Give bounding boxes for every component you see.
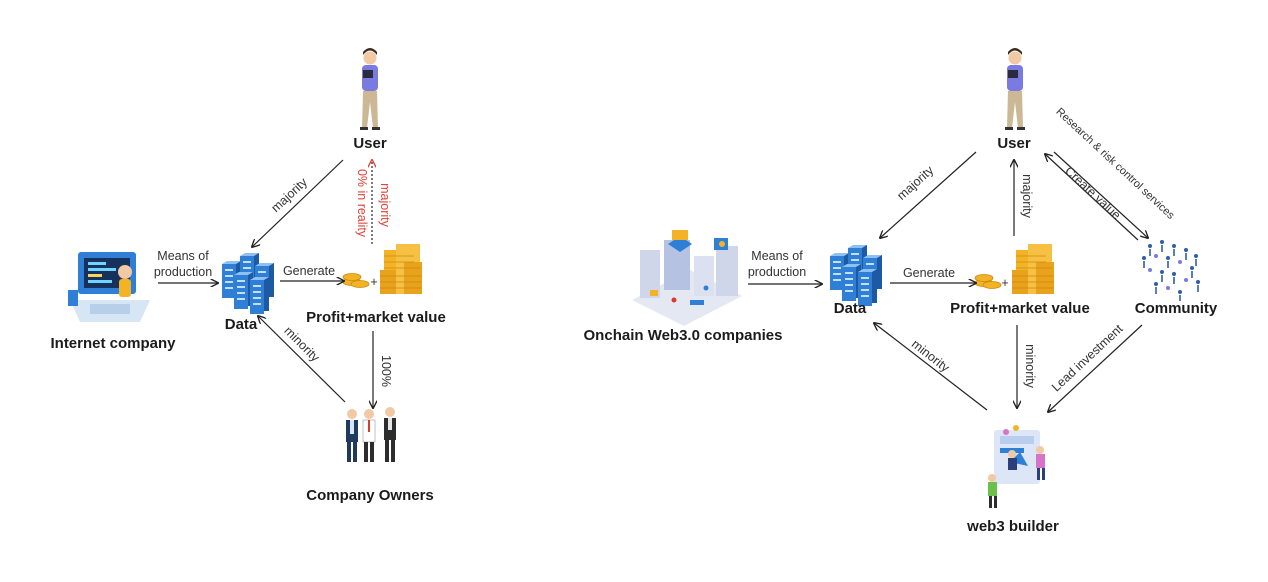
right-web3-builder-label: web3 builder [966,518,1059,535]
left-user-person-icon [360,48,380,130]
left-internet-company-label: Internet company [50,335,176,352]
right-arrow-user-to-data [880,151,977,238]
right-data-label: Data [834,300,867,317]
right-arrow-community-to-builder [1048,324,1143,412]
right-generate-label: Generate [903,266,955,280]
left-profit-node: + Profit+market value [306,244,446,326]
computer-workstation-icon [68,252,150,322]
right-user-node: User [997,48,1031,152]
right-arrow-builder-to-data [874,323,988,411]
right-arrow-community-to-user [1045,154,1139,241]
left-company-owners-node: Company Owners [306,407,434,504]
right-diagram: User Onchain Web3.0 companies [584,48,1218,535]
left-majority-label: majority [268,175,310,216]
left-generate-label: Generate [283,264,335,278]
right-community-label: Community [1135,300,1218,317]
right-community-node: Community [1135,240,1218,317]
builder-team-icon [988,425,1045,508]
left-diagram: User Internet company [50,48,446,504]
left-means-of-label: Means of [157,249,209,263]
right-small-coins-icon [974,274,1002,289]
right-data-node: Data [830,245,882,317]
right-onchain-companies-label: Onchain Web3.0 companies [584,327,783,344]
left-gold-coin-pile-icon [380,244,422,294]
left-user-label: User [353,135,387,152]
left-hundred-percent-label: 100% [379,355,393,387]
left-user-node: User [353,48,387,152]
right-onchain-companies-node: Onchain Web3.0 companies [584,230,783,344]
left-internet-company-node: Internet company [50,252,176,352]
business-people-icon [346,407,396,462]
left-data-node: Data [222,253,274,333]
right-create-value-label: Create value [1062,164,1123,223]
left-small-coins-icon [342,273,370,288]
right-means-of-label: Means of [751,249,803,263]
left-plus-sign: + [370,275,377,289]
right-data-server-icon [830,245,882,306]
left-profit-label: Profit+market value [306,309,446,326]
left-production-label: production [154,265,212,279]
left-arrow-owners-to-data [258,316,346,403]
left-arrow-user-to-data [252,159,344,247]
right-majority-label: majority [894,163,936,203]
left-company-owners-label: Company Owners [306,487,434,504]
right-profit-node: + Profit+market value [950,244,1090,317]
right-user-label: User [997,135,1031,152]
left-data-label: Data [225,316,258,333]
right-lead-investment-label: Lead investment [1049,321,1126,394]
right-profit-label: Profit+market value [950,300,1090,317]
right-production-label: production [748,265,806,279]
right-minority-label: minority [909,337,953,375]
right-user-person-icon [1005,48,1025,130]
right-minority-down-label: minority [1023,344,1037,389]
right-gold-coin-pile-icon [1012,244,1054,294]
isometric-city-icon [632,230,742,326]
crowd-of-people-icon [1142,240,1200,301]
right-arrow-user-to-community [1053,151,1148,238]
left-red-zero-reality-label: 0% in reality [355,169,369,238]
right-web3-builder-node: web3 builder [966,425,1059,535]
left-data-server-icon [222,253,274,314]
right-majority-up-label: majority [1020,174,1034,219]
left-red-majority-label: majority [378,183,392,228]
right-plus-sign: + [1001,276,1008,290]
